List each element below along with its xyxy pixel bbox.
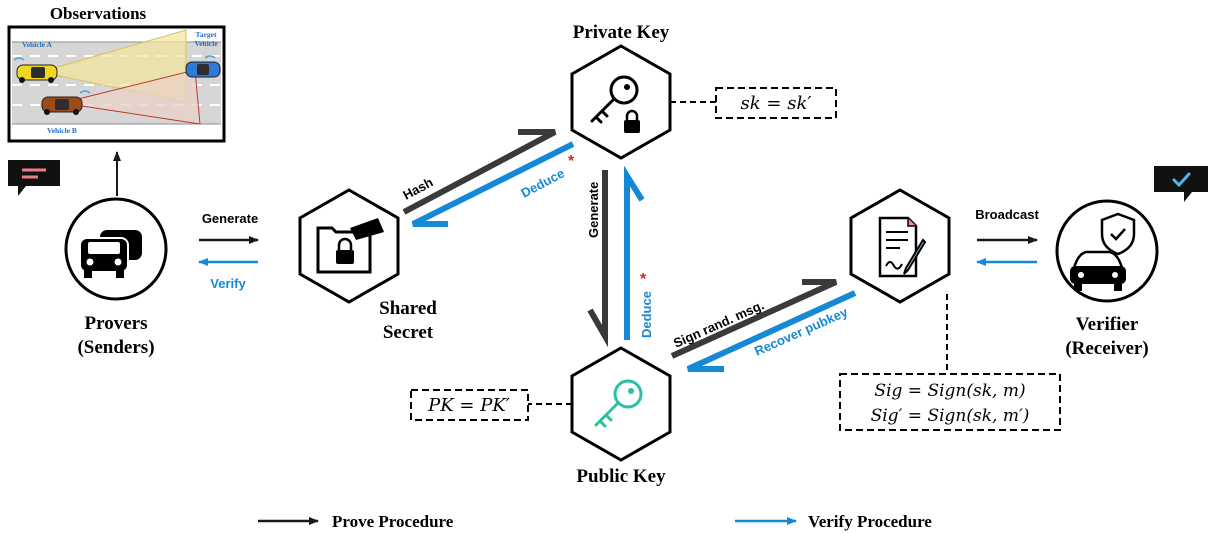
- provers-label-line1: Provers: [85, 313, 148, 334]
- vehicle-a-car-icon: [16, 64, 58, 83]
- provers-node: Provers (Senders): [64, 197, 168, 358]
- generate-arrow-vertical: [587, 170, 608, 348]
- deduce-label-vertical: Deduce: [639, 291, 654, 338]
- generate-label-vertical: Generate: [586, 182, 601, 238]
- sig-equation-box: [839, 373, 1061, 431]
- shared-secret-node: Shared Secret: [298, 188, 437, 343]
- target-vehicle-label-line1: Target: [196, 30, 217, 39]
- signed-document-icon: [878, 216, 927, 278]
- provers-label-line2: (Senders): [77, 337, 154, 358]
- secure-car-icon: [1070, 212, 1136, 291]
- hash-arrow: [402, 129, 557, 215]
- check-bubble-icon-right: [1154, 166, 1208, 202]
- shared-secret-label-line1: Shared: [379, 298, 437, 319]
- car-fleet-icon: [79, 230, 142, 278]
- deduce-asterisk-upper: *: [568, 153, 575, 170]
- vehicle-b-car-icon: [41, 96, 83, 115]
- observations-panel: Observations Vehicle A Veh: [7, 4, 226, 143]
- shared-secret-label-line2: Secret: [383, 322, 434, 343]
- sig-equation-line2: Sig′ = Sign(sk, m′): [871, 406, 1030, 426]
- vehicle-b-sensing-cone: [61, 69, 201, 125]
- verifier-label-line2: (Receiver): [1065, 338, 1148, 359]
- private-key-node: Private Key: [570, 22, 672, 160]
- observations-title: Observations: [50, 4, 147, 23]
- generate-label-left: Generate: [202, 211, 258, 226]
- deduce-arrow-vertical: [624, 165, 645, 340]
- locked-folder-icon: [316, 218, 384, 274]
- public-key-node: Public Key: [570, 346, 672, 487]
- sk-equation-box: [715, 87, 837, 119]
- verifier-label-line1: Verifier: [1076, 314, 1139, 335]
- road-bottom-margin: [12, 124, 221, 138]
- target-vehicle-car-icon: [185, 61, 221, 78]
- wifi-icon-a: [13, 57, 25, 61]
- wifi-icon-b: [79, 90, 91, 94]
- target-vehicle-label-line2: Vehicle: [194, 39, 218, 48]
- legend-prove-label: Prove Procedure: [332, 512, 454, 531]
- broadcast-label: Broadcast: [975, 207, 1039, 222]
- verifier-node: Verifier (Receiver): [1055, 199, 1159, 359]
- sk-equation: sk = sk′: [741, 93, 812, 114]
- key-lock-icon: [590, 75, 640, 133]
- comment-bubble-icon-left: [8, 160, 60, 196]
- deduce-arrow-upper: [411, 141, 575, 227]
- public-key-label: Public Key: [576, 466, 666, 487]
- private-key-label: Private Key: [573, 22, 670, 43]
- key-icon: [594, 379, 643, 428]
- wifi-icon-target: [204, 55, 216, 59]
- signature-node: [849, 188, 951, 304]
- legend: Prove Procedure Verify Procedure: [258, 512, 932, 531]
- pk-equation: PK = PK′: [427, 395, 510, 416]
- sig-equation-line1: Sig = Sign(sk, m): [874, 381, 1025, 401]
- deduce-asterisk-vertical: *: [640, 271, 647, 288]
- recover-pubkey-arrow: [686, 290, 857, 372]
- verify-label-left: Verify: [210, 276, 246, 291]
- vehicle-b-label: Vehicle B: [47, 126, 77, 135]
- sign-rand-msg-arrow: [670, 279, 838, 359]
- pk-equation-box: [410, 389, 529, 421]
- vehicle-a-label: Vehicle A: [22, 40, 53, 49]
- legend-verify-label: Verify Procedure: [808, 512, 932, 531]
